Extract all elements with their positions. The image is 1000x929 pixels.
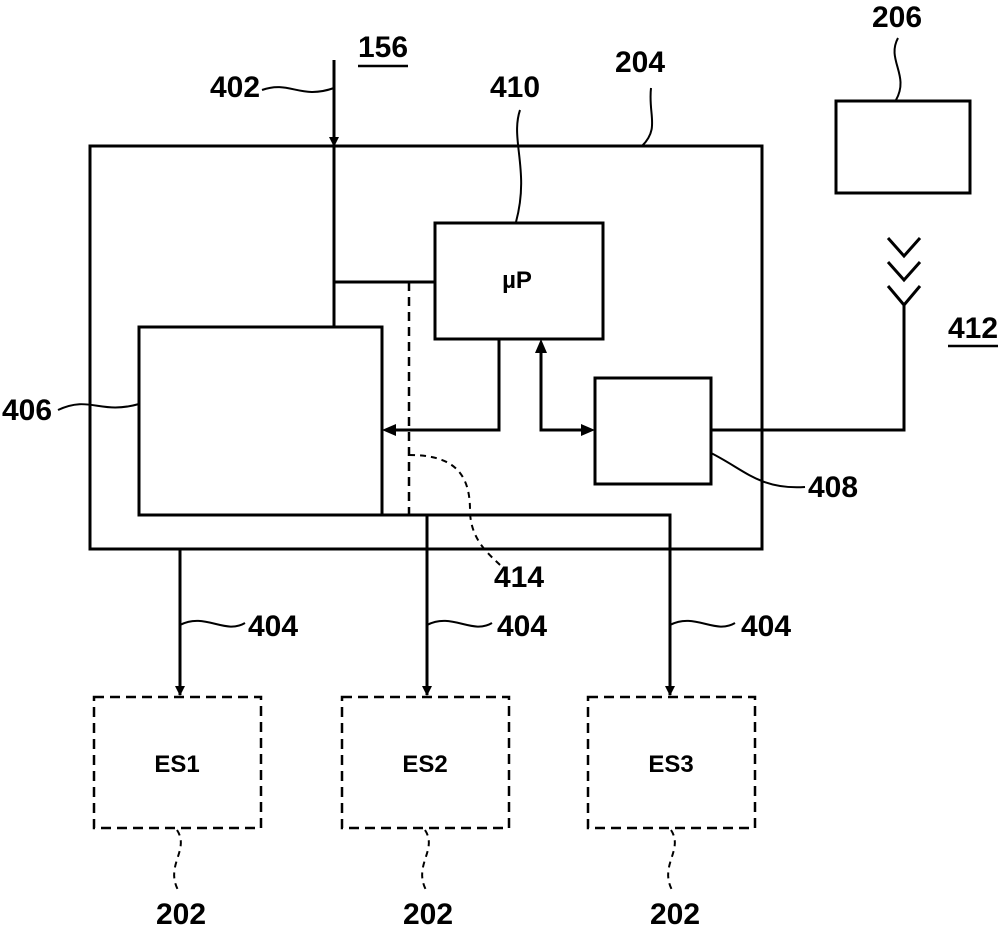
ref-202-es2: 202 (403, 898, 453, 929)
processor-block-410 (433, 221, 605, 341)
es1-box (92, 695, 263, 830)
processor-link-arrowhead-up (535, 339, 547, 353)
ref-414: 414 (494, 561, 544, 594)
processor-transceiver-link (539, 348, 586, 432)
ref-204: 204 (615, 46, 665, 79)
es3-box (586, 695, 757, 830)
processor-to-block-406-line (390, 339, 501, 432)
leader-404-es2 (426, 619, 493, 628)
remote-device-box-206 (834, 99, 972, 195)
ref-202-es3: 202 (650, 898, 700, 929)
es2-label: ES2 (402, 751, 447, 778)
es1-label: ES1 (154, 751, 199, 778)
antenna-chevron-2 (886, 261, 922, 283)
ref-408: 408 (808, 471, 858, 504)
leader-406 (57, 403, 140, 411)
transceiver-block-408 (593, 376, 713, 486)
processor-to-block-406-arrowhead (382, 424, 396, 436)
ref-404-es3: 404 (741, 610, 791, 643)
block-406 (137, 325, 384, 517)
output-bus-line (139, 513, 672, 549)
ref-206: 206 (872, 1, 922, 34)
leader-402 (261, 86, 335, 93)
processor-label: µP (502, 267, 532, 294)
leader-202-es2 (421, 829, 430, 891)
ref-404-es1: 404 (248, 610, 298, 643)
es3-label: ES3 (648, 751, 693, 778)
leader-202-es3 (667, 829, 676, 891)
antenna-chevron-3 (886, 285, 922, 308)
leader-206 (893, 37, 902, 101)
ref-406: 406 (2, 394, 52, 427)
ref-410: 410 (490, 71, 540, 104)
leader-408 (710, 452, 806, 489)
leader-202-es1 (173, 829, 182, 891)
es2-box (340, 695, 511, 830)
leader-410 (515, 109, 523, 223)
antenna-chevron-1 (886, 237, 922, 259)
figure-ref-156: 156 (358, 31, 408, 64)
leader-404-es3 (669, 619, 736, 628)
ref-202-es1: 202 (156, 898, 206, 929)
transceiver-to-antenna-line (711, 305, 906, 432)
transceiver-link-arrowhead-right (581, 424, 595, 436)
leader-204 (641, 87, 654, 147)
control-unit-box (88, 144, 764, 551)
ref-412: 412 (948, 312, 998, 345)
ref-404-es2: 404 (497, 610, 547, 643)
leader-404-es1 (179, 619, 246, 628)
ref-402: 402 (210, 71, 260, 104)
